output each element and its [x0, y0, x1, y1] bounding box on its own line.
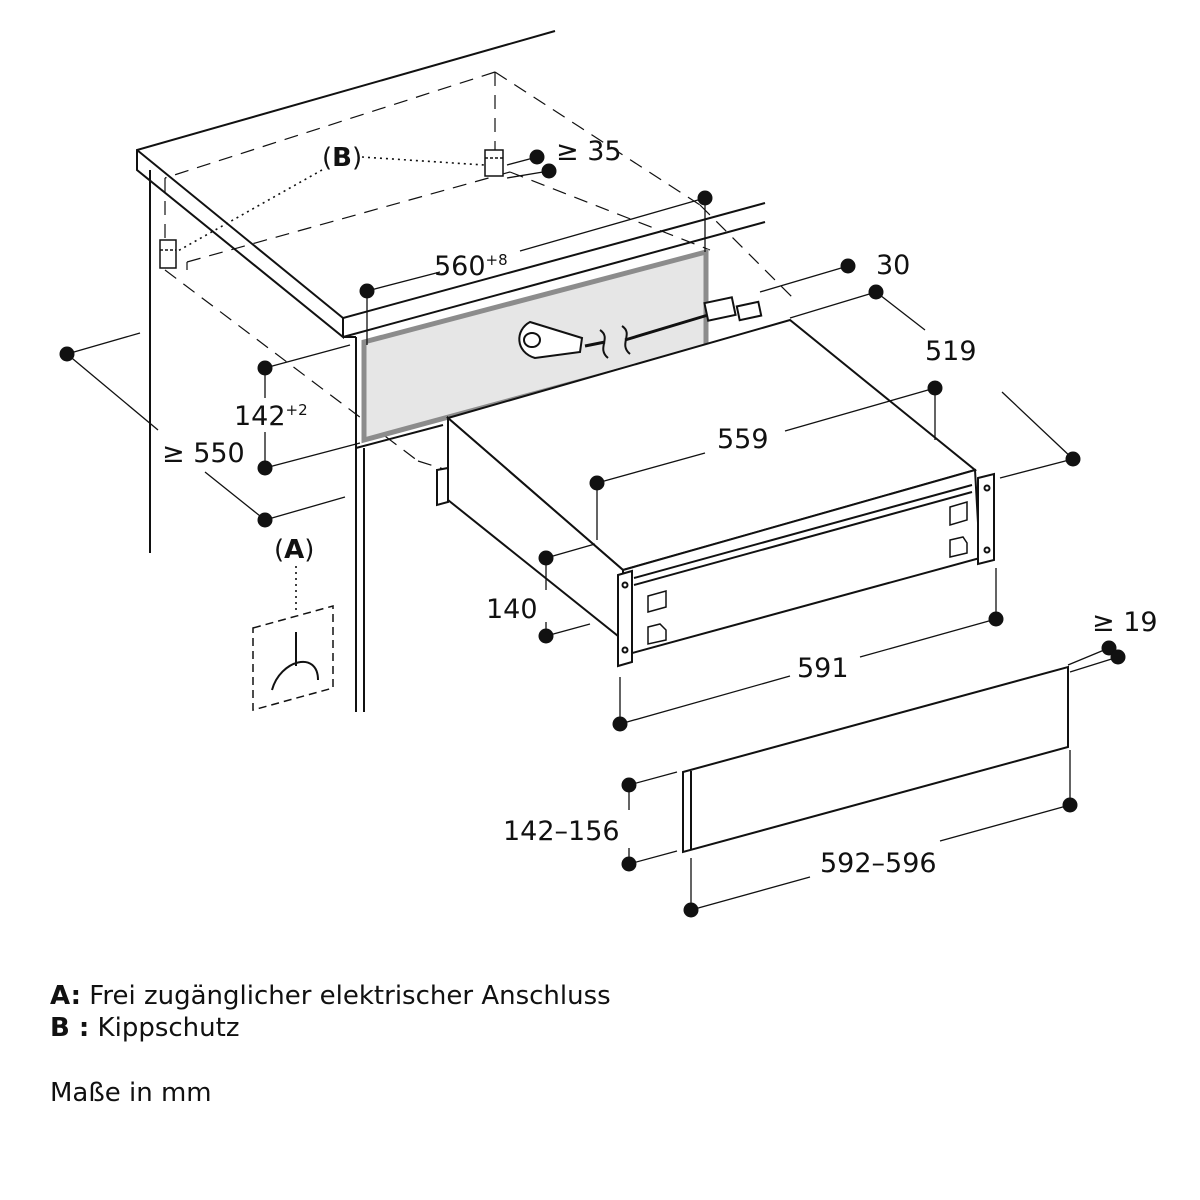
clearance-top-label: ≥ 35	[556, 136, 622, 167]
dimension-lines	[66, 197, 1119, 911]
appliance-depth-label: 519	[925, 336, 977, 367]
niche-depth-label: ≥ 550	[162, 438, 245, 469]
callout-b-label: (B)	[322, 143, 362, 173]
power-plug-icon	[518, 296, 763, 360]
callout-a-label: (A)	[274, 535, 314, 565]
legend-text: Kippschutz	[97, 1013, 240, 1043]
legend: A: Frei zugänglicher elektrischer Anschl…	[50, 980, 611, 1044]
appliance-inner-width-label: 559	[717, 424, 769, 455]
warming-drawer	[436, 318, 995, 668]
legend-item-b: B : Kippschutz	[50, 1012, 611, 1044]
appliance-width-label: 591	[797, 653, 849, 684]
legend-text: Frei zugänglicher elektrischer Anschluss	[89, 981, 611, 1011]
legend-item-a: A: Frei zugänglicher elektrischer Anschl…	[50, 980, 611, 1012]
callout-leaders	[175, 156, 485, 614]
socket-outlet-icon	[252, 605, 334, 711]
front-height-label: 142–156	[503, 816, 620, 847]
niche-width-label: 560+8	[434, 251, 508, 282]
panel-offset-label: 30	[876, 250, 910, 281]
appliance-height-label: 140	[486, 594, 538, 625]
front-panel	[682, 665, 1069, 854]
worktop	[136, 30, 766, 712]
legend-key: A:	[50, 981, 82, 1011]
anti-tip-bracket-icon	[159, 149, 504, 269]
front-width-label: 592–596	[820, 848, 937, 879]
niche-height-label: 142+2	[234, 401, 308, 432]
unit-note: Maße in mm	[50, 1078, 212, 1108]
front-clearance-label: ≥ 19	[1092, 607, 1158, 638]
installation-diagram: (B) (A) ≥ 35 560+8 30 519 142+2 ≥ 550 55…	[59, 30, 1158, 918]
legend-key: B :	[50, 1013, 90, 1043]
dimension-dots	[59, 149, 1126, 918]
